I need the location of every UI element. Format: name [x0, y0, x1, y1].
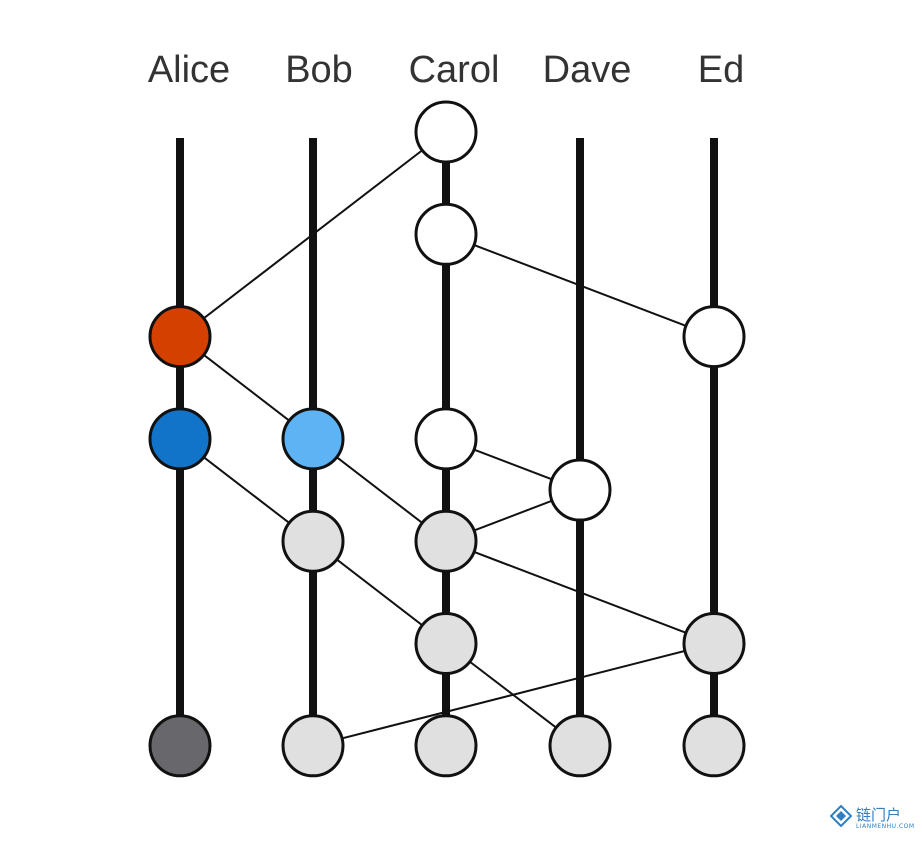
member-label-dave: Dave: [543, 49, 632, 91]
event-c2: [414, 202, 478, 266]
edge-e2-b3: [312, 642, 715, 747]
event-d2: [548, 714, 612, 778]
edge-c1-a1: [179, 131, 447, 338]
member-labels: Alice Bob Carol Dave Ed: [148, 49, 744, 91]
event-c1: [414, 100, 478, 164]
chain-logo-icon: [830, 805, 852, 827]
watermark-text: 链门户: [856, 806, 902, 824]
watermark-logo: 链门户 LIANMENHU.COM: [830, 803, 915, 837]
member-label-alice: Alice: [148, 49, 230, 91]
event-a3: [148, 714, 212, 778]
watermark-subtext: LIANMENHU.COM: [856, 823, 915, 830]
event-d1: [548, 458, 612, 522]
event-a2: [148, 407, 212, 471]
event-c3: [414, 407, 478, 471]
event-c4: [414, 509, 478, 573]
member-label-carol: Carol: [409, 49, 500, 91]
events: [148, 100, 746, 778]
event-b2: [281, 509, 345, 573]
event-b3: [281, 714, 345, 778]
event-e1: [682, 305, 746, 369]
event-c5: [414, 612, 478, 675]
edge-c2-e1: [445, 233, 715, 338]
event-c6: [414, 714, 478, 778]
event-b1: [281, 407, 345, 471]
event-e2: [682, 612, 746, 675]
member-label-ed: Ed: [698, 49, 744, 91]
edge-c4-e2: [445, 540, 715, 645]
member-label-bob: Bob: [285, 49, 353, 91]
event-e3: [682, 714, 746, 778]
event-a1: [148, 305, 212, 369]
